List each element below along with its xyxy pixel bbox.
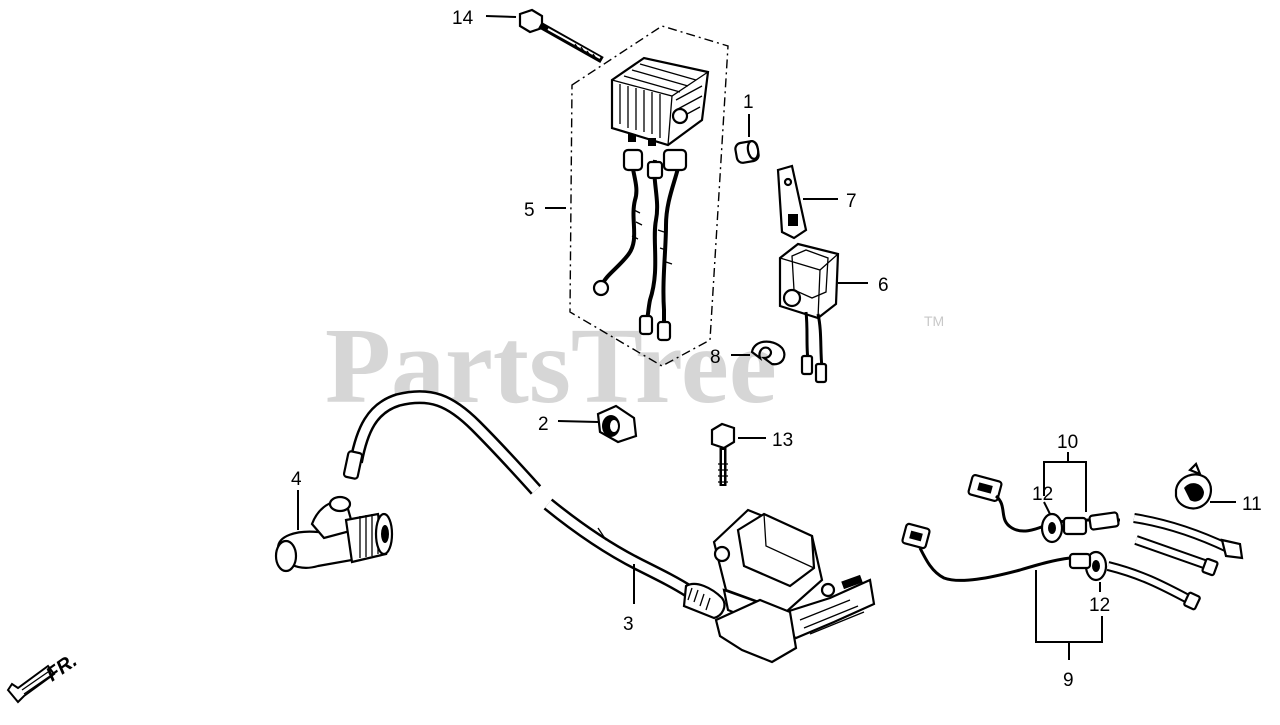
front-direction-arrow: FR.: [6, 650, 81, 704]
part-8-clamp[interactable]: [750, 340, 786, 366]
watermark-trademark: TM: [924, 313, 944, 329]
bracket-10: [1043, 461, 1087, 512]
callout-10: 10: [1057, 432, 1078, 453]
callout-5: 5: [524, 200, 535, 221]
callout-12-upper: 12: [1032, 484, 1053, 505]
part-2-grommet[interactable]: [596, 404, 638, 444]
callout-2: 2: [538, 414, 549, 435]
callout-13: 13: [772, 430, 793, 451]
callout-6: 6: [878, 275, 889, 296]
callout-11: 11: [1242, 494, 1262, 515]
part-1-collar[interactable]: [734, 139, 760, 164]
callout-8: 8: [710, 347, 721, 368]
part-14-bolt[interactable]: [518, 8, 604, 64]
part-3-ignition-coil[interactable]: [342, 390, 876, 664]
callout-1: 1: [743, 92, 754, 113]
part-12-grommet-upper[interactable]: [1040, 511, 1120, 544]
part-9-wire-harness[interactable]: [901, 522, 1201, 611]
part-11-clip[interactable]: [1174, 462, 1212, 510]
part-13-bolt[interactable]: [710, 422, 736, 486]
part-6-control-module[interactable]: [778, 242, 840, 384]
front-direction-label: FR.: [42, 650, 81, 687]
leader-14: [485, 15, 517, 18]
callout-4: 4: [291, 469, 302, 490]
callout-12-lower: 12: [1089, 595, 1110, 616]
callout-14: 14: [452, 8, 474, 29]
part-10-wire-harness[interactable]: [967, 474, 1244, 577]
part-4-plug-cap[interactable]: [274, 495, 394, 573]
leader-12-upper: [1043, 501, 1051, 515]
callout-7: 7: [846, 191, 857, 212]
part-12-grommet-lower[interactable]: [1068, 550, 1108, 582]
assembly-boundary-5: [569, 25, 729, 367]
part-5-regulator-rectifier[interactable]: [592, 56, 710, 342]
part-7-plate[interactable]: [776, 164, 808, 240]
callout-9: 9: [1063, 670, 1074, 691]
leader-2: [557, 420, 599, 423]
callout-3: 3: [623, 614, 634, 635]
